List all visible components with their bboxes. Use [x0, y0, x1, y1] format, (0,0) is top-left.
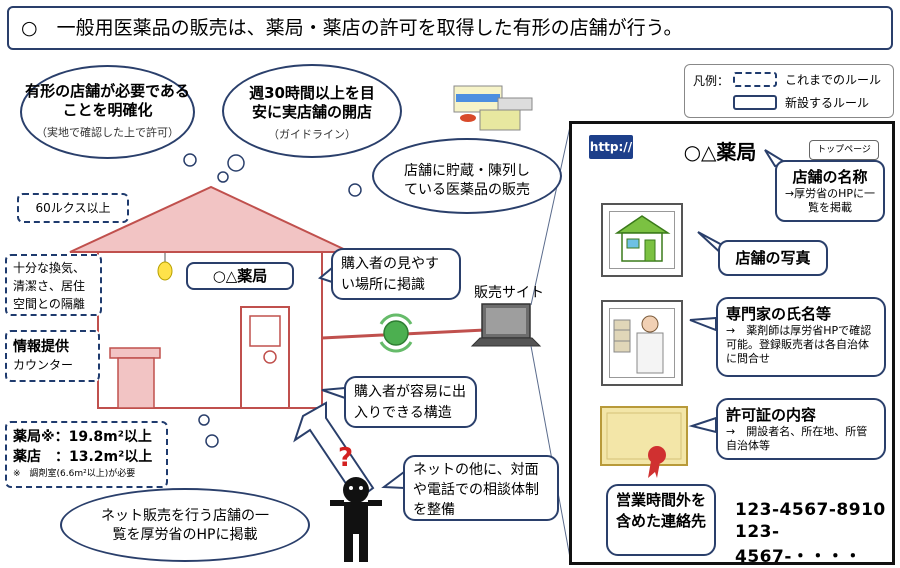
- legend-new: 新設するルール: [733, 94, 869, 111]
- door-knob: [263, 350, 277, 364]
- cloud-stored-drugs: 店舗に貯蔵・陳列している医薬品の販売: [372, 138, 562, 214]
- store-photo: [601, 203, 683, 277]
- consultation-callout: ネットの他に、対面や電話での相談体制を整備: [403, 455, 559, 521]
- top-page-button[interactable]: トップページ: [809, 140, 879, 160]
- legend-solid-swatch: [733, 95, 777, 110]
- legend-title: 凡例：: [693, 74, 730, 88]
- expert-callout: 専門家の氏名等 → 薬剤師は厚労省HPで確認可能。登録販売者は各自治体に問合せ: [716, 297, 886, 377]
- phone-secondary: 123-4567-・・・・: [735, 522, 862, 567]
- info-counter-note: 情報提供 カウンター: [5, 330, 100, 382]
- lux-note: 60ルクス以上: [17, 193, 129, 223]
- sales-site-label: 販売サイト: [474, 285, 544, 301]
- ventilation-note: 十分な換気、清潔さ、居住空間との隔離: [5, 254, 102, 316]
- area-requirements: 薬局※：19.8m²以上 薬店 ：13.2m²以上 ※ 調剤室(6.6m²以上)…: [5, 421, 168, 488]
- pharmacist-icon: [641, 315, 659, 333]
- store-sign: ○△薬局: [186, 262, 294, 290]
- website-shop-name: ○△薬局: [683, 140, 757, 164]
- photo-callout: 店舗の写真: [718, 240, 828, 276]
- sign-callout: 購入者の見やすい場所に掲識: [331, 248, 461, 300]
- license-callout: 許可証の内容 → 開設者名、所在地、所管自治体等: [716, 398, 886, 460]
- certificate-icon: [600, 406, 688, 466]
- page-title: ○ 一般用医薬品の販売は、薬局・薬店の許可を取得した有形の店舗が行う。: [7, 6, 893, 50]
- question-mark-icon: ?: [338, 443, 354, 473]
- cloud-registry: ネット販売を行う店舗の一覧を厚労省のHPに掲載: [60, 488, 310, 562]
- http-logo: http://: [589, 135, 633, 159]
- hours-callout: 営業時間外を含めた連絡先: [606, 484, 716, 556]
- legend-dashed-swatch: [733, 72, 777, 87]
- legend-existing: これまでのルール: [733, 71, 881, 88]
- person-icon: [343, 477, 369, 503]
- name-callout: 店舗の名称 →厚労省のHPに一覧を掲載: [775, 160, 885, 222]
- expert-photo: [601, 300, 683, 386]
- lightbulb-icon: [157, 261, 173, 281]
- phone-primary: 123-4567-8910: [735, 500, 886, 520]
- globe-icon: [383, 320, 409, 346]
- cloud-physical-store: 有形の店舗が必要であることを明確化 （実地で確認した上で許可）: [20, 65, 195, 159]
- counter-body: [117, 357, 155, 409]
- legend: 凡例： これまでのルール 新設するルール: [684, 64, 894, 118]
- structure-callout: 購入者が容易に出入りできる構造: [344, 376, 477, 428]
- cloud-opening-hours: 週30時間以上を目安に実店舗の開店 （ガイドライン）: [222, 64, 402, 158]
